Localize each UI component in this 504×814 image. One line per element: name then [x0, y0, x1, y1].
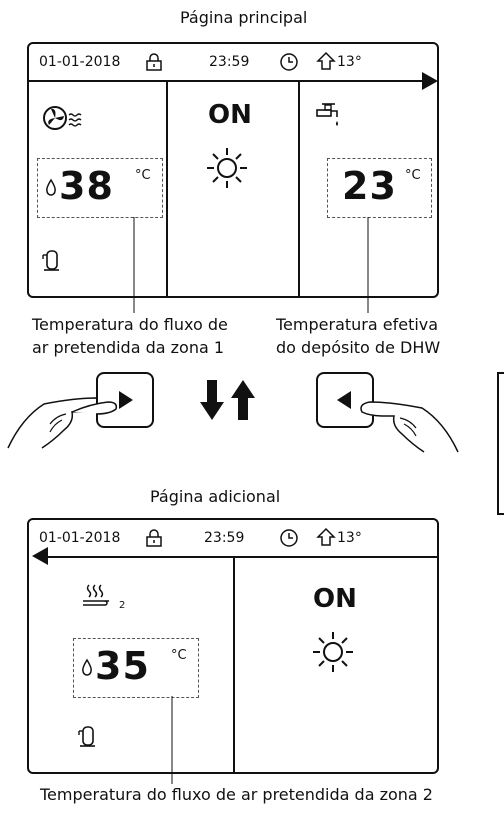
clock-icon: [280, 529, 298, 547]
next-page-arrow-icon: [422, 72, 438, 90]
fan-heat-icon: [43, 106, 82, 130]
caption-dhw-line2: do depósito de DHW: [276, 338, 441, 357]
header-divider: [29, 80, 429, 82]
water-drop-icon: [46, 178, 56, 196]
floor-heating-icon: [83, 584, 109, 606]
leader-line-page2: [171, 696, 173, 784]
header-divider: [39, 556, 437, 558]
caption-zone1-line2: ar pretendida da zona 1: [32, 338, 225, 357]
panel-divider: [233, 557, 235, 772]
sun-icon: [207, 148, 247, 188]
up-arrow-icon: [231, 380, 255, 420]
leader-lines-page1: [133, 217, 369, 313]
zone1-temp-unit: °C: [135, 168, 151, 183]
page2-outdoor-temp: 13°: [337, 530, 362, 546]
caption-zone1-line1: Temperatura do fluxo de: [32, 315, 228, 334]
edge-frame: [497, 372, 504, 515]
main-page-screen: 01-01-2018 23:59 13° 38 °C ON: [27, 42, 439, 298]
panel-divider-1: [166, 81, 168, 296]
dhw-temp-unit: °C: [405, 168, 421, 183]
page2-status: ON: [313, 584, 357, 614]
tap-icon: [316, 103, 338, 126]
zone1-temp-value: 38: [59, 164, 114, 208]
left-arrow-key[interactable]: [316, 372, 374, 428]
left-arrow-key-icon: [337, 391, 351, 409]
page1-status: ON: [208, 100, 252, 130]
right-arrow-key[interactable]: [96, 372, 154, 428]
house-icon: [316, 51, 336, 70]
page1-time: 23:59: [209, 54, 250, 70]
house-icon: [316, 527, 336, 546]
panel-divider-2: [298, 81, 300, 296]
additional-page-screen: 01-01-2018 23:59 13° 2 35 °C ON: [27, 518, 439, 774]
zone2-temp-box: [73, 638, 199, 698]
page2-title: Página adicional: [150, 487, 281, 506]
hand-finger-overlay: [71, 401, 118, 415]
right-arrow-key-icon: [119, 391, 133, 409]
dhw-temp-box: [327, 158, 432, 218]
clock-icon: [280, 53, 298, 71]
hand-icon-right: [360, 401, 459, 453]
sun-icon: [313, 632, 353, 672]
page1-date: 01-01-2018: [39, 54, 121, 70]
caption-zone2: Temperatura do fluxo de ar pretendida da…: [40, 785, 433, 804]
lock-icon: [146, 529, 162, 547]
down-arrow-icon: [200, 380, 224, 420]
previous-page-arrow-icon: [32, 547, 48, 565]
water-drop-icon: [82, 658, 92, 676]
compressor-icon: [78, 726, 95, 747]
page1-outdoor-temp: 13°: [337, 54, 362, 70]
caption-dhw-line1: Temperatura efetiva: [276, 315, 439, 334]
lock-icon: [146, 53, 162, 71]
zone1-temp-box: [37, 158, 163, 218]
zone2-temp-unit: °C: [171, 648, 187, 663]
page2-time: 23:59: [204, 530, 245, 546]
page1-title: Página principal: [180, 8, 308, 27]
zone2-temp-value: 35: [95, 644, 150, 688]
dhw-temp-value: 23: [342, 164, 397, 208]
compressor-icon: [42, 250, 59, 271]
zone-number: 2: [119, 600, 126, 611]
page2-date: 01-01-2018: [39, 530, 121, 546]
